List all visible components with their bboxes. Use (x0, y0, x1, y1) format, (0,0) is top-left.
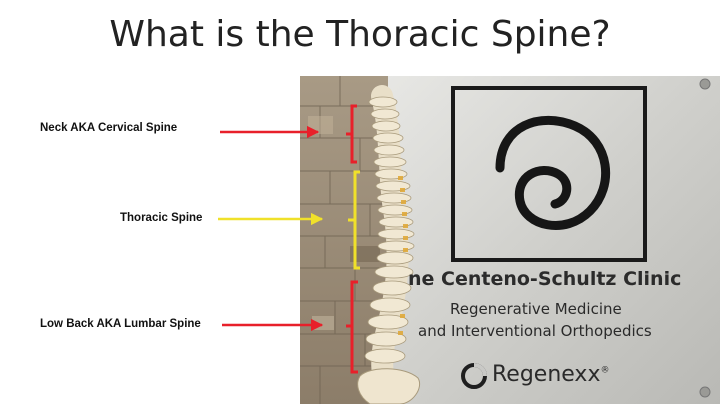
sign-screw-top (699, 78, 711, 90)
bracket-cervical (346, 104, 357, 164)
sign-line-2: and Interventional Orthopedics (418, 322, 652, 340)
sign-screw-bottom (699, 386, 711, 398)
label-lumbar: Low Back AKA Lumbar Spine (40, 318, 201, 330)
brand-registered-mark: ® (600, 365, 610, 376)
slide-title: What is the Thoracic Spine? (109, 14, 611, 55)
label-cervical: Neck AKA Cervical Spine (40, 122, 178, 134)
brand-name: Regenexx (492, 362, 601, 387)
logo-box (451, 86, 647, 262)
bracket-thoracic (348, 170, 360, 270)
spiral-logo-icon (495, 115, 610, 230)
bracket-lumbar (346, 280, 358, 374)
spine-skeleton-icon (357, 85, 420, 404)
regenexx-logo-icon (461, 363, 487, 389)
label-thoracic: Thoracic Spine (120, 212, 203, 224)
metal-sign (388, 76, 720, 404)
pelvis-icon (357, 368, 420, 404)
sign-clinic-name: ne Centeno-Schultz Clinic (408, 268, 682, 290)
sign-line-1: Regenerative Medicine (450, 300, 622, 318)
sign-brand: Regenexx® (492, 362, 609, 387)
